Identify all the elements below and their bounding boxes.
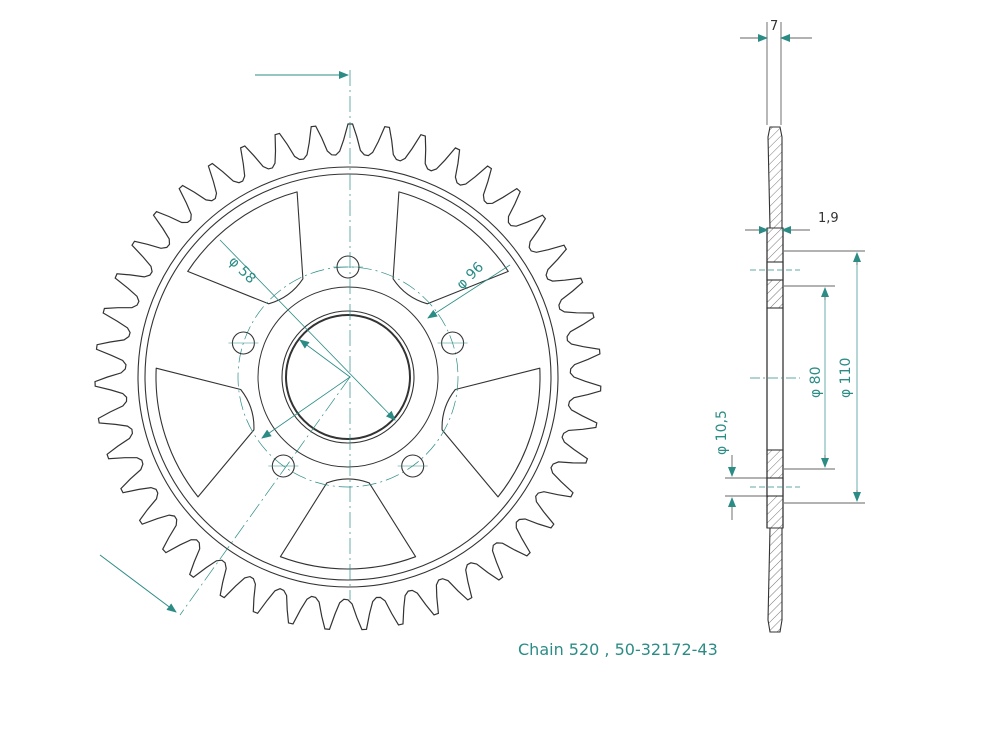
- rim-circle-inner: [144, 173, 552, 581]
- bore-circle-inner: [285, 314, 411, 440]
- section-bore: [766, 307, 784, 451]
- dim-bolt-10-5: φ 10,5: [714, 410, 730, 455]
- section-line: [179, 376, 351, 616]
- hub-circle: [257, 286, 439, 468]
- dim-96-leader-b: [261, 376, 351, 439]
- dim-58-leader: [219, 239, 396, 421]
- section-arrow-bottom: [99, 554, 177, 613]
- lightening-cutout: [279, 478, 417, 570]
- dim-tooth-1-9: 1,9: [818, 211, 839, 226]
- bore-circle-outer: [281, 310, 415, 444]
- dim-58-leader-b: [299, 339, 351, 378]
- side-dimensions: [725, 22, 865, 520]
- dim-96-leader: [427, 264, 511, 319]
- dim-hole-58: φ 58: [225, 254, 259, 288]
- lightening-cutouts: [155, 191, 541, 570]
- front-dimensions: [219, 239, 511, 439]
- tooth-profile: [94, 123, 602, 631]
- lightening-cutout: [155, 367, 255, 498]
- bolt-holes: [228, 255, 468, 478]
- lightening-cutout: [441, 367, 541, 498]
- dim-pcd-96: φ 96: [454, 259, 488, 293]
- part-caption: Chain 520 , 50-32172-43: [518, 640, 718, 659]
- lightening-cutout: [392, 191, 509, 305]
- section-lower-plate: [767, 527, 783, 633]
- dim-bore-80: φ 80: [808, 367, 824, 399]
- front-view: [94, 70, 602, 631]
- rim-circle-outer: [137, 166, 559, 588]
- lightening-cutout: [187, 191, 304, 305]
- dim-outer-110: φ 110: [838, 358, 854, 398]
- side-view: [766, 126, 784, 633]
- section-bolt-hole-top: [766, 261, 784, 281]
- section-upper-plate: [767, 126, 783, 229]
- dim-thickness-7: 7: [770, 19, 778, 34]
- section-arrows: [99, 71, 349, 613]
- pitch-circle: [237, 266, 459, 488]
